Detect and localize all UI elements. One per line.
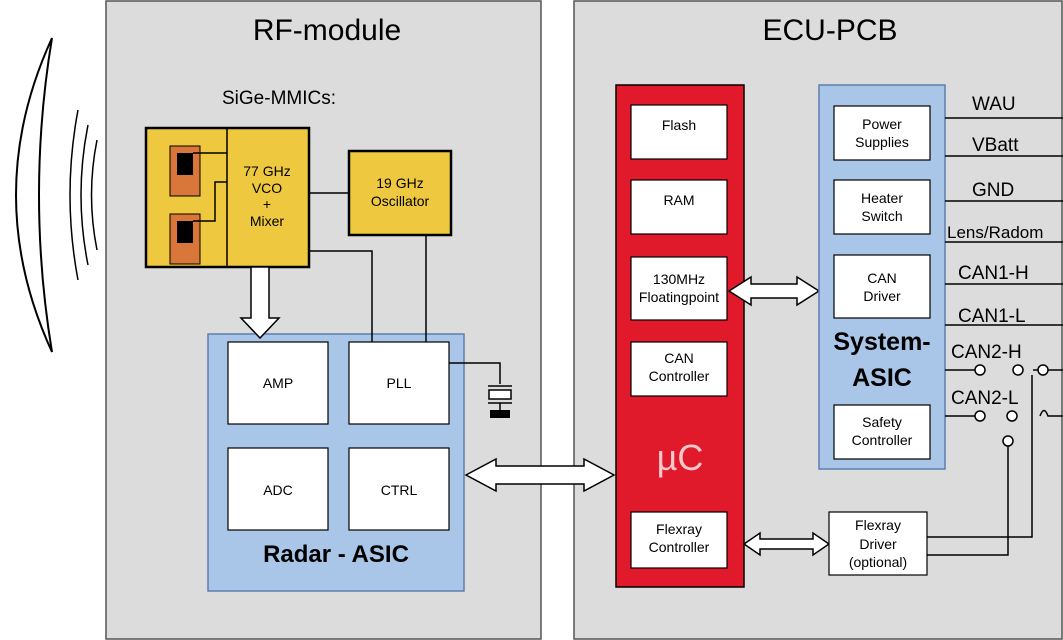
flash-block (630, 104, 728, 160)
can-driver-label-line1: CAN (867, 270, 897, 286)
flexray-driver-label-line3: (optional) (849, 554, 907, 570)
pin-label-wau: WAU (972, 94, 1016, 115)
can-driver-block (833, 254, 931, 319)
power-supplies-label-line1: Power (862, 116, 902, 132)
can2-l-jumper-mid (1006, 410, 1018, 422)
pin-label-vbatt: VBatt (972, 135, 1019, 156)
fpu-block (630, 256, 728, 321)
can-controller-label-line1: CAN (664, 350, 694, 366)
amp-label: AMP (263, 375, 293, 391)
flexray-driver-label-line1: Flexray (855, 517, 901, 533)
vco-label-line1: 77 GHz (243, 163, 290, 179)
rf-module-title: RF-module (253, 14, 401, 47)
vco-label-line3: + (263, 196, 271, 212)
flash-label: Flash (662, 117, 696, 133)
system-asic-title-line1: System- (833, 328, 930, 356)
oscillator-label-line2: Oscillator (371, 193, 430, 209)
ecu-pcb-title: ECU-PCB (762, 14, 897, 47)
ground-symbol (490, 410, 510, 418)
radar-asic-title: Radar - ASIC (263, 541, 409, 568)
pin-label-can1-l: CAN1-L (958, 306, 1026, 327)
pin-line-can2-l-right (1039, 409, 1063, 417)
heater-switch-label-line1: Heater (861, 190, 903, 206)
ram-block (630, 179, 728, 235)
can-driver-label-line2: Driver (863, 288, 901, 304)
amp-block (227, 341, 329, 425)
oscillator-block (347, 149, 453, 237)
flexray-controller-label-line1: Flexray (656, 521, 702, 537)
can-controller-block (630, 341, 728, 397)
flexray-driver-label-line2: Driver (859, 536, 897, 552)
ctrl-label: CTRL (381, 482, 418, 498)
can2-l-jumper-left (974, 410, 986, 422)
pin-label-gnd: GND (972, 180, 1014, 201)
flexray-driver-block (828, 511, 928, 576)
mmic-wire-bottom (193, 181, 227, 222)
power-supplies-label-line2: Supplies (855, 134, 909, 150)
sige-mmics-label: SiGe-MMICs: (222, 88, 336, 109)
pin-label-lens-radom: Lens/Radom (947, 223, 1043, 242)
crystal-body (488, 389, 512, 400)
pll-label: PLL (387, 375, 412, 391)
flexray-wire-upper (927, 375, 1033, 538)
pll-crystal-wire (449, 362, 501, 384)
mmic-die-top (177, 153, 193, 175)
pin-label-can2-h: CAN2-H (951, 342, 1022, 363)
vco-label-line4: Mixer (250, 213, 285, 229)
flexray-jumper-lower (1002, 435, 1014, 447)
ctrl-block (348, 447, 450, 531)
pin-label-can1-h: CAN1-H (958, 263, 1029, 284)
flexray-controller-block (630, 511, 728, 569)
pin-label-can2-l: CAN2-L (951, 388, 1019, 409)
flexray-wire-lower (927, 446, 1009, 556)
mmic-pll-wire (309, 250, 373, 342)
microcontroller-block (615, 84, 745, 588)
ram-label: RAM (663, 192, 694, 208)
can2-h-jumper-mid (1012, 364, 1024, 376)
system-asic-title-line2: ASIC (852, 364, 912, 392)
vco-label-line2: VCO (252, 180, 282, 196)
can2-h-jumper-left (974, 364, 986, 376)
heater-switch-block (833, 179, 931, 235)
microcontroller-title: µC (657, 437, 704, 478)
fpu-label-line1: 130MHz (653, 271, 705, 287)
pll-block (348, 341, 450, 425)
power-supplies-block (833, 105, 931, 161)
radiation-wave-1 (69, 109, 79, 281)
antenna-lens (15, 37, 53, 353)
mmic-amp-arrow (239, 266, 281, 340)
heater-switch-label-line2: Switch (861, 208, 902, 224)
radiation-wave-3 (90, 139, 98, 251)
can2-h-jumper-right (1037, 364, 1049, 376)
asic-uc-bus-arrow (464, 457, 616, 493)
fpu-label-line2: Floatingpoint (639, 289, 719, 305)
radiation-wave-2 (80, 124, 89, 266)
adc-label: ADC (263, 482, 293, 498)
flexray-controller-label-line2: Controller (649, 539, 710, 555)
safety-controller-label-line2: Controller (852, 432, 913, 448)
safety-controller-block (833, 404, 931, 460)
safety-controller-label-line1: Safety (862, 414, 902, 430)
can-controller-label-line2: Controller (649, 368, 710, 384)
adc-block (227, 447, 329, 531)
oscillator-label-line1: 19 GHz (376, 175, 423, 191)
mmic-die-bottom (177, 221, 193, 243)
